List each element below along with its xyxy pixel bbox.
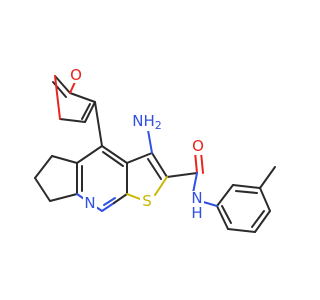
bond-carbonyl-o bbox=[194, 151, 198, 174]
thiophene-sulfur-label: S bbox=[142, 192, 152, 210]
bond-core-c4-c4b-double bbox=[102, 151, 124, 167]
bond-pyr-c8b-c bbox=[113, 193, 128, 204]
amide-nitrogen-label: N bbox=[191, 189, 202, 207]
carbonyl-oxygen-label: O bbox=[192, 137, 204, 155]
bond-tol-2 bbox=[232, 184, 261, 189]
atom-labels: O NH2 O N H N S bbox=[69, 66, 205, 222]
molecule-structure: O NH2 O N H N S bbox=[34, 66, 276, 233]
bond-pyr-n-c8b bbox=[101, 202, 115, 212]
amine-nh: NH bbox=[132, 112, 155, 130]
bond-tol-1 bbox=[216, 184, 234, 207]
bond-tol-6-double bbox=[221, 205, 232, 224]
pyridine-nitrogen-label: N bbox=[84, 194, 95, 212]
bond-carbonyl-o-double bbox=[200, 151, 204, 174]
bond-furan-o-c2 bbox=[69, 81, 76, 94]
bond-tol-4-double bbox=[251, 210, 265, 228]
bond-amide-c-n bbox=[192, 172, 198, 194]
bond-tol-6 bbox=[216, 205, 229, 230]
bond-th-c3a-c3 bbox=[126, 152, 153, 164]
bond-methyl bbox=[259, 166, 276, 189]
bond-cp-3 bbox=[34, 177, 51, 202]
bond-c2-carbonyl bbox=[166, 172, 198, 178]
bond-tol-4 bbox=[254, 210, 271, 233]
bond-furan-c3-c4 bbox=[84, 101, 96, 123]
bond-amine bbox=[147, 129, 153, 154]
amine-subscript: 2 bbox=[155, 119, 162, 132]
bond-tol-5 bbox=[227, 228, 256, 233]
bond-th-c3-c2-double bbox=[147, 158, 162, 180]
bond-tol-2-double bbox=[235, 190, 258, 194]
furan-oxygen-label: O bbox=[70, 66, 82, 84]
amine-label: NH2 bbox=[132, 112, 162, 132]
bond-furan-o-c5 bbox=[54, 75, 61, 120]
carbon-bonds bbox=[34, 75, 276, 233]
bond-th-s-c2 bbox=[154, 176, 168, 196]
bond-furan-c3-c4-double bbox=[81, 103, 91, 120]
bond-pyr-n-c8b-double bbox=[103, 197, 116, 206]
bond-cp-1 bbox=[51, 155, 78, 164]
amide-hydrogen-label: H bbox=[191, 204, 202, 222]
bond-furan-c4-c5 bbox=[59, 118, 86, 123]
bond-tol-3 bbox=[259, 187, 271, 212]
bond-core-c4-c4a bbox=[76, 145, 103, 164]
bond-core-c4-c4b bbox=[101, 145, 128, 164]
bond-th-c3-c2 bbox=[151, 152, 168, 178]
bond-cp-4 bbox=[49, 193, 78, 202]
bond-th-s-c7a bbox=[126, 193, 141, 200]
bond-furan-c2-c1-double bbox=[52, 81, 67, 98]
bond-furan-to-core bbox=[94, 101, 103, 147]
bond-furan-c2-c1 bbox=[54, 75, 71, 94]
bond-cp-2 bbox=[34, 155, 53, 179]
bond-furan-c2-c3 bbox=[69, 92, 96, 103]
